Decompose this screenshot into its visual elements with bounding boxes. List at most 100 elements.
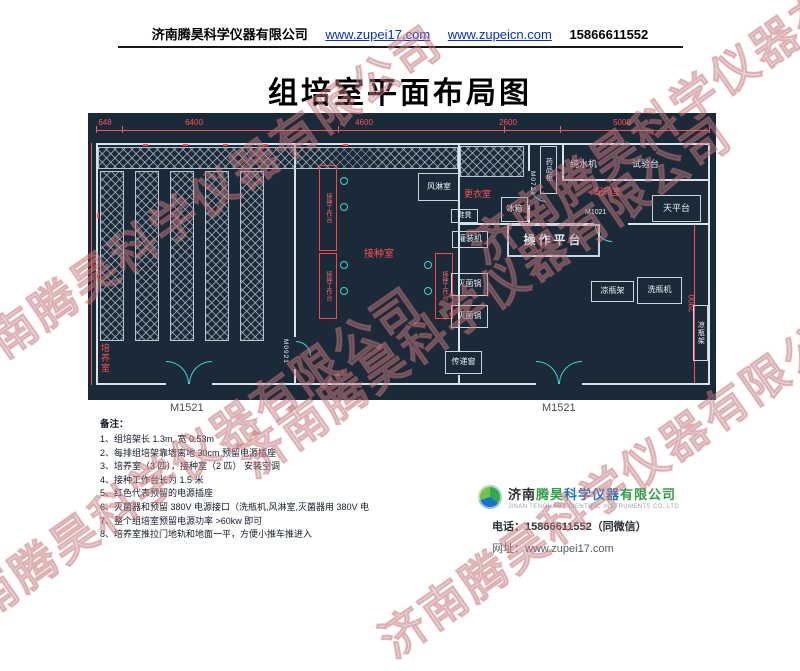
note-item: 4、接种工作台长为 1.5 米 bbox=[100, 474, 204, 485]
wall-culture-inoculation bbox=[294, 145, 296, 337]
note-item: 5、红色代表预留的电源插座 bbox=[100, 488, 214, 499]
transfer-window-box: 传递窗 bbox=[445, 351, 482, 374]
filling-machine-box: 灌装机 bbox=[452, 231, 488, 248]
wall-culture-inoculation bbox=[294, 369, 296, 385]
hatched-area bbox=[460, 146, 524, 177]
floor-plan: 648 6400 4600 2600 5000 7700 2900 bbox=[88, 113, 716, 400]
page-header: 济南腾昊科学仪器有限公司 www.zupei17.com www.zupeicn… bbox=[0, 24, 800, 43]
note-item: 7、整个组培室预留电源功率 >60kw 即可 bbox=[100, 515, 263, 526]
dim-5000: 5000 bbox=[613, 118, 631, 127]
culture-rack bbox=[100, 171, 124, 341]
door-label-m1021: M1021 bbox=[585, 209, 607, 216]
changing-room-label: 更衣室 bbox=[464, 189, 492, 199]
stool bbox=[340, 287, 348, 295]
power-socket-mark bbox=[343, 144, 348, 146]
inoculation-room-label: 接种室 bbox=[364, 249, 394, 260]
company-name-part: 有限公司 bbox=[620, 487, 677, 502]
door-arc-m0921 bbox=[296, 341, 311, 356]
footer: 济南腾昊科学仪器有限公司 JINAN TENGHAO SCIENTIFIC IN… bbox=[478, 484, 738, 556]
balance-table-box: 天平台 bbox=[652, 195, 701, 222]
operation-platform-box: 操作平台 bbox=[507, 224, 600, 257]
company-name-part: 济南 bbox=[508, 487, 537, 502]
stool bbox=[340, 261, 348, 269]
air-shower-box: 风淋室 bbox=[418, 173, 460, 201]
power-socket-mark bbox=[97, 273, 99, 278]
inoculation-workbench: 接种工作台 bbox=[319, 165, 337, 251]
stool bbox=[424, 287, 432, 295]
sterilizer-box: 灭菌锅 bbox=[451, 273, 488, 296]
company-name: 济南腾昊科学仪器有限公司 bbox=[508, 484, 679, 503]
notes-title: 备注： bbox=[100, 419, 129, 430]
door-gap bbox=[166, 382, 212, 386]
wall-left bbox=[96, 143, 98, 385]
header-link-zupeicn[interactable]: www.zupeicn.com bbox=[447, 27, 552, 42]
dim-2600: 2600 bbox=[499, 118, 517, 127]
note-item: 1、组培架长 1.3m, 宽 0.53m bbox=[100, 434, 215, 444]
pure-water-label: 纯水机 bbox=[570, 159, 598, 169]
company-name-part: 腾昊 bbox=[536, 487, 565, 502]
bottle-rack-box: 凉瓶架 bbox=[591, 281, 634, 302]
culture-room-label: 培养室 bbox=[100, 343, 110, 373]
power-socket-mark bbox=[223, 144, 228, 146]
dim-tick bbox=[122, 126, 123, 133]
wall-inoculation-changing bbox=[458, 145, 460, 351]
footer-website: 网址：www.zupei17.com bbox=[492, 543, 614, 555]
pharmacy-room-label: 配药室 bbox=[594, 187, 622, 197]
wall-bottom bbox=[96, 383, 710, 385]
culture-rack bbox=[170, 171, 194, 341]
company-name-block: 济南腾昊科学仪器有限公司 JINAN TENGHAO SCIENTIFIC IN… bbox=[508, 484, 679, 510]
power-socket-mark bbox=[263, 144, 268, 146]
company-logo-row: 济南腾昊科学仪器有限公司 JINAN TENGHAO SCIENTIFIC IN… bbox=[478, 484, 738, 510]
inoculation-workbench: 接种工作台 bbox=[319, 253, 337, 319]
wall-changing-pharmacy bbox=[528, 145, 530, 171]
door-arc-right-leaf bbox=[559, 361, 582, 384]
company-logo-icon bbox=[478, 485, 502, 509]
wall-horizontal bbox=[628, 223, 710, 225]
page-title: 组培室平面布局图 bbox=[268, 77, 532, 110]
dim-tick bbox=[504, 126, 505, 133]
header-company-name: 济南腾昊科学仪器有限公司 bbox=[151, 27, 308, 42]
notes-list: 1、组培架长 1.3m, 宽 0.53m 2、每排组培架靠墙离地 30cm 预留… bbox=[100, 433, 460, 542]
company-name-english: JINAN TENGHAO SCIENTIFIC INSTRUMENTS CO.… bbox=[508, 504, 680, 510]
dim-tick bbox=[560, 126, 561, 133]
test-bench-label: 试验台 bbox=[632, 159, 660, 169]
footer-phone: 电话：15866611552（同微信） bbox=[492, 521, 647, 533]
note-item: 6、灭菌器和预留 380V 电源接口（洗瓶机,风淋室,灭菌器用 380V 电 bbox=[100, 501, 370, 512]
culture-rack-horizontal bbox=[98, 147, 458, 169]
company-name-part: 科学仪器 bbox=[564, 487, 621, 502]
door-arc-right-leaf bbox=[189, 361, 212, 384]
culture-rack bbox=[135, 171, 159, 341]
stool bbox=[340, 203, 348, 211]
door-gap bbox=[536, 382, 582, 386]
bench-line bbox=[562, 179, 708, 181]
stool bbox=[340, 177, 348, 185]
door-arc-left-leaf bbox=[166, 361, 189, 384]
inoculation-workbench: 接种工作台 bbox=[435, 253, 453, 319]
fridge-box: 冰箱 bbox=[501, 197, 528, 222]
header-link-zupei17[interactable]: www.zupei17.com bbox=[325, 27, 431, 42]
bottle-washer-box: 洗瓶机 bbox=[637, 277, 682, 304]
wall-inoculation-changing bbox=[458, 375, 460, 385]
door-label-m1521: M1521 bbox=[170, 402, 204, 414]
power-socket-mark bbox=[143, 144, 148, 146]
power-socket-mark bbox=[183, 144, 188, 146]
notes-section: 备注： 1、组培架长 1.3m, 宽 0.53m 2、每排组培架靠墙离地 30c… bbox=[100, 416, 460, 542]
dim-line-left bbox=[91, 143, 92, 385]
stool bbox=[424, 261, 432, 269]
medicine-cabinet-box: 药品柜 bbox=[540, 146, 557, 194]
bottle-rack-vertical-box: 凉瓶架 bbox=[693, 305, 708, 361]
door-arc-left-leaf bbox=[536, 361, 559, 384]
wall-top bbox=[96, 143, 710, 145]
note-item: 3、培养室（3 匹），接种室（2 匹） 安装空调 bbox=[100, 461, 281, 472]
note-item: 2、每排组培架靠墙离地 30cm 预留电源插座 bbox=[100, 447, 277, 458]
wall-right bbox=[708, 143, 710, 385]
culture-rack bbox=[205, 171, 229, 341]
dim-6400: 6400 bbox=[185, 118, 203, 127]
dim-tick bbox=[338, 126, 339, 133]
dim-4600: 4600 bbox=[355, 118, 373, 127]
note-item: 8、培养室推拉门地轨和地面一平，方便小推车推进入 bbox=[100, 529, 313, 540]
power-socket-mark bbox=[97, 213, 99, 218]
power-socket-mark bbox=[518, 221, 523, 223]
dim-line-right bbox=[694, 225, 695, 383]
bench-divider bbox=[562, 145, 564, 181]
